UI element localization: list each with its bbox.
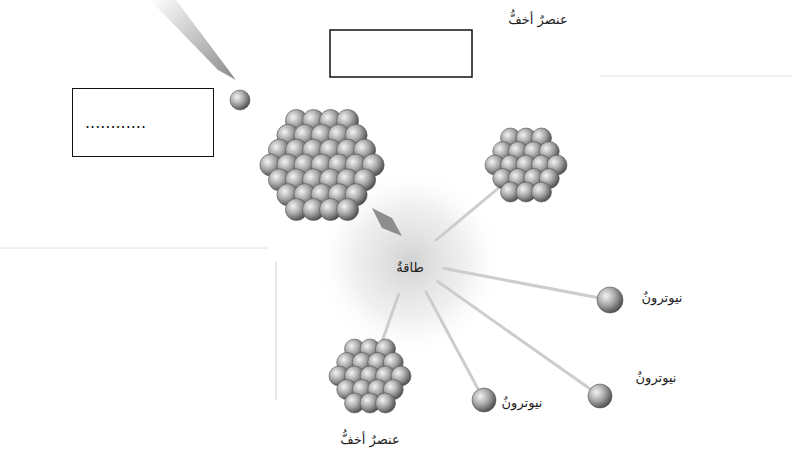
nucleon: [337, 199, 359, 221]
energy-ray: [436, 187, 500, 240]
part-label: عنصرٌ أخفُّ: [340, 432, 399, 448]
part-label: نيوترونٌ: [642, 290, 683, 306]
energy-rays: [381, 187, 597, 390]
split-arrow: [372, 208, 402, 236]
heavy-nucleus: [260, 109, 384, 220]
energy-ray: [443, 268, 597, 297]
light-nucleus: [329, 339, 411, 413]
energy-ray: [438, 282, 590, 389]
part-label: نيوترونٌ: [636, 370, 677, 386]
incoming-neutron: [230, 90, 250, 110]
particles: [230, 90, 623, 413]
neutrons: [230, 90, 623, 412]
neutron: [472, 388, 496, 412]
empty-answer-box: [330, 30, 472, 77]
answer-box: ............: [72, 88, 214, 157]
part-label: نيوترونٌ: [502, 395, 543, 411]
incoming-neutron-beam: [150, 0, 236, 80]
frame-line: [600, 76, 792, 77]
light-nucleus: [485, 128, 567, 202]
neutron: [588, 384, 612, 408]
blank-dots: ............: [73, 113, 158, 132]
energy-ray: [426, 292, 478, 389]
part-label: عنصرٌ أخفُّ: [508, 12, 567, 28]
energy-ray: [381, 294, 399, 345]
frame-line: [0, 248, 268, 249]
energy-glow: [315, 167, 505, 357]
frame-line: [276, 262, 277, 400]
energy-label: طاقةٌ: [396, 260, 424, 276]
nucleon: [376, 393, 396, 413]
nucleon: [532, 182, 552, 202]
neutron: [597, 287, 623, 313]
